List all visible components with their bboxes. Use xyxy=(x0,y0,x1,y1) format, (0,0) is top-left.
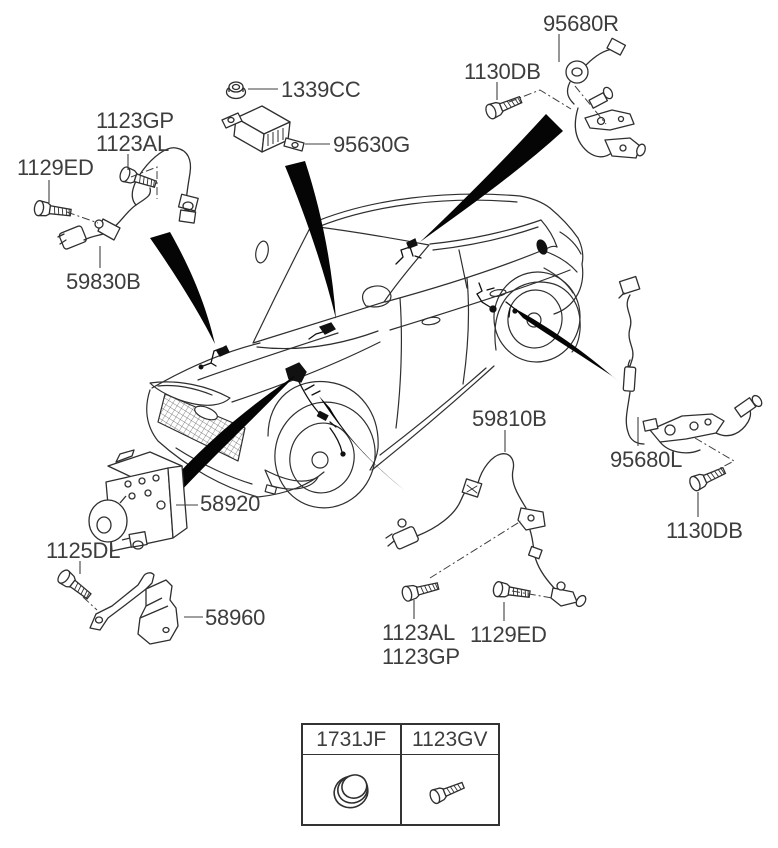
car-rear-door-seam xyxy=(462,277,469,385)
car-hood-crease-1 xyxy=(197,332,339,381)
fastener-callout-table: 1731JF 1123GV xyxy=(301,723,500,826)
car-shoulder-crease xyxy=(389,269,571,331)
leader-lines xyxy=(48,34,699,621)
part-label-95680l: 95680L xyxy=(610,447,683,472)
car-bumper-left-edge xyxy=(146,389,259,498)
car-sill-line xyxy=(371,365,495,471)
cowl-harness-mark xyxy=(308,322,336,340)
bolt-icon-1130db-top xyxy=(483,92,525,121)
part-label-59810b: 59810B xyxy=(472,406,547,431)
car-glass-underline xyxy=(432,226,539,251)
car-roof-near-edge xyxy=(429,219,542,245)
car-cowl-line xyxy=(256,330,379,350)
car-sill-crease xyxy=(379,367,487,456)
part-59830b-drawing xyxy=(57,147,199,250)
car-b-pillar xyxy=(458,249,468,289)
part-label-58960: 58960 xyxy=(205,605,266,630)
part-label-95680r: 95680R xyxy=(543,11,619,36)
part-label-1123al-lower: 1123AL xyxy=(382,620,456,645)
car-taillight-line xyxy=(559,231,582,255)
car-tow-hook xyxy=(264,484,278,495)
arrow-swooshes xyxy=(150,114,618,496)
car-rear-glass xyxy=(549,207,579,239)
rear-door-harness-mark xyxy=(476,282,497,313)
car-headlight-line xyxy=(157,384,213,396)
callout-column-1123gv: 1123GV xyxy=(401,725,499,824)
car-rear-panel xyxy=(553,263,584,315)
bolt-icon-1125dl xyxy=(54,567,95,603)
bolt-icon-1129ed-front xyxy=(32,199,73,221)
car-fog-intake xyxy=(264,469,319,490)
fuel-door-dot xyxy=(536,239,548,255)
callout-cell-bolt xyxy=(402,755,499,824)
part-label-1123gp-lower: 1123GP xyxy=(382,644,460,669)
car-trunk-edge xyxy=(577,237,584,265)
bolt-icon-1123gp-front xyxy=(117,165,159,192)
car-badge xyxy=(194,405,218,421)
part-label-58920: 58920 xyxy=(200,491,261,516)
part-label-59830b: 59830B xyxy=(66,269,141,294)
swoosh-to-roof xyxy=(420,114,563,242)
grommet-icon xyxy=(333,773,369,808)
car-bumper-crease xyxy=(175,447,253,485)
part-58920-drawing xyxy=(88,449,188,552)
car-c-pillar xyxy=(540,219,558,248)
bolt-icon-1123al-lower xyxy=(400,578,441,603)
car-hood-crease-2 xyxy=(231,341,381,403)
car-door-handle-rear xyxy=(489,289,507,297)
part-95630g-drawing xyxy=(221,105,305,153)
car-roof-rail xyxy=(312,199,518,230)
car-rear-wheel-arch xyxy=(494,281,581,353)
car-rear-bumper-lower xyxy=(543,267,574,294)
car-front-wheel-arch xyxy=(267,380,379,471)
part-label-1129ed-front: 1129ED xyxy=(17,155,94,180)
car-rear-wheel xyxy=(493,271,581,363)
part-59810b-drawing xyxy=(385,453,587,608)
swoosh-to-abs-unit xyxy=(165,375,296,492)
car-side-mirror xyxy=(361,285,392,308)
part-58960-drawing xyxy=(89,572,179,645)
part-label-1130db-top: 1130DB xyxy=(464,59,541,84)
car-beltline xyxy=(384,245,558,303)
front-wheel-wire-mark xyxy=(329,427,346,457)
part-label-95630g: 95630G xyxy=(333,132,411,157)
car-front-wheel xyxy=(274,401,376,509)
part-label-1123gp-front: 1123GP xyxy=(96,108,174,133)
car-windshield xyxy=(252,225,430,344)
roof-harness-mark xyxy=(395,238,422,265)
car-roof-far-edge xyxy=(309,193,551,225)
bolt-icon xyxy=(429,781,465,804)
part-95680l-drawing xyxy=(618,275,763,454)
callout-column-1731jf: 1731JF xyxy=(303,725,402,824)
part-label-1123al-front: 1123AL xyxy=(96,131,170,156)
car-rear-bumper-crease xyxy=(546,251,578,273)
hood-harness-mark xyxy=(198,345,230,370)
callout-code-1731jf: 1731JF xyxy=(303,725,400,755)
callout-code-1123gv: 1123GV xyxy=(401,725,498,755)
swoosh-to-cowl xyxy=(285,161,336,319)
part-label-1125dl: 1125DL xyxy=(46,538,121,563)
part-95680r-drawing xyxy=(565,37,646,159)
swoosh-to-hood xyxy=(150,232,215,344)
car-door-handle-front xyxy=(421,316,441,326)
bolt-icon-1129ed-lower xyxy=(491,580,532,603)
car-front-door-seam xyxy=(395,297,403,429)
part-label-1339cc: 1339CC xyxy=(281,77,361,102)
part-label-1129ed-lower: 1129ED xyxy=(470,622,547,647)
car-antenna-oval xyxy=(255,240,269,264)
car-bumper-bottom xyxy=(257,471,325,498)
fender-harness-mark xyxy=(285,362,337,428)
car-hood-edge xyxy=(151,342,261,389)
car-sensor-pictograms xyxy=(198,238,548,457)
reference-lines xyxy=(66,85,736,611)
nut-1339cc-drawing xyxy=(225,81,247,100)
part-label-1130db-lower: 1130DB xyxy=(666,518,743,543)
swoosh-to-rear-sensor xyxy=(514,308,618,381)
callout-cell-grommet xyxy=(303,755,400,824)
